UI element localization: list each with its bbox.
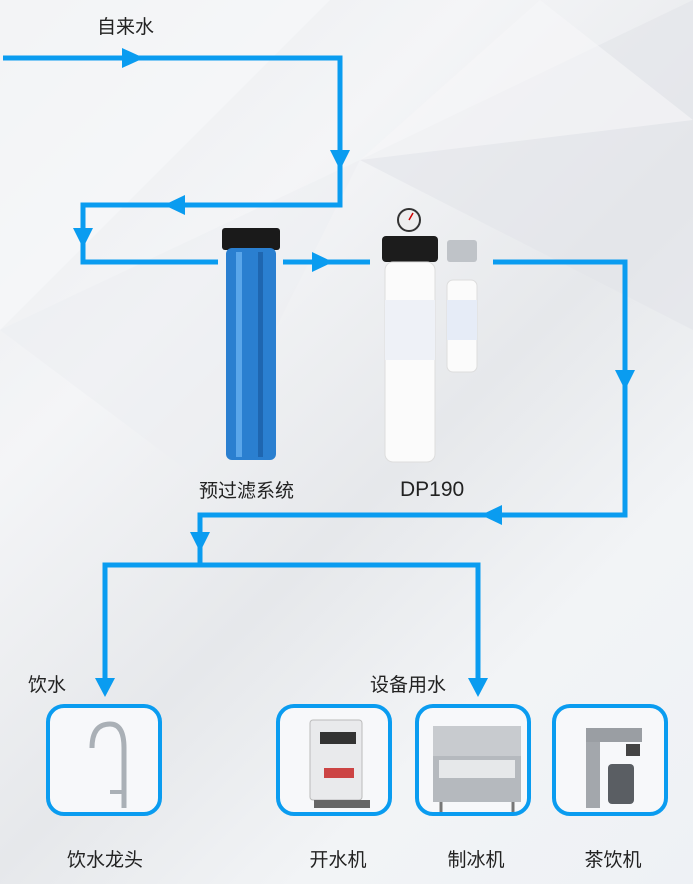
outlet-label: 饮水龙头 [66,849,143,871]
arrow-down-icon [615,370,635,390]
arrow-right-icon [122,48,144,68]
outlet-label: 开水机 [309,849,367,871]
outlet-label: 制冰机 [447,849,505,871]
main-filter-label: DP190 [400,478,465,501]
drinking-label: 饮水 [28,674,67,696]
source-label: 自来水 [97,16,155,38]
arrow-left-icon [164,195,185,215]
prefilter-label: 预过滤系统 [199,480,295,502]
outlet-card-tea-brewer [552,704,668,816]
arrow-left-icon [481,505,502,525]
dp190-outlet-pipe [197,259,628,565]
faucet-icon [89,721,127,808]
outlet-card-ice-maker [415,704,531,816]
arrow-down-icon [95,678,115,697]
outlet-card-water-boiler [276,704,392,816]
ice-maker-icon [433,726,521,812]
arrow-down-icon [330,150,350,170]
arrow-down-icon [73,228,93,248]
prefilter-housing-icon [222,228,280,460]
arrow-down-icon [190,532,210,552]
distribution-pipe [102,562,481,680]
arrow-down-icon [468,678,488,697]
outlet-label: 茶饮机 [584,849,642,871]
inlet-pipe [3,55,343,265]
arrow-right-icon [312,252,333,272]
dp190-filter-icon [382,208,478,463]
outlet-card-faucet [46,704,162,816]
equipment-label: 设备用水 [370,674,447,696]
water-boiler-icon [309,719,370,808]
tea-brewer-icon [586,728,642,808]
